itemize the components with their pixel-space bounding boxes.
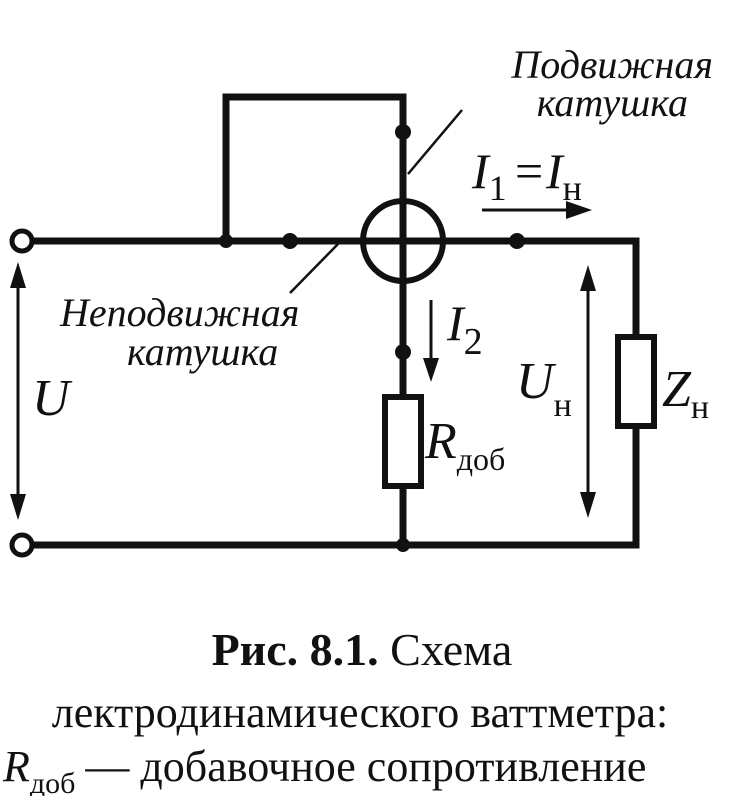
symbol-un: Uн — [516, 353, 572, 424]
moving-coil-leader — [407, 109, 463, 175]
caption-line1-rest — [379, 624, 391, 675]
symbol-i1: I1 — [471, 143, 507, 208]
caption-line1: Рис. 8.1. Схема — [212, 624, 513, 675]
junction-dot — [282, 233, 298, 249]
junction-dot — [219, 234, 233, 248]
caption-line2: лектродинамического ваттметра: — [52, 688, 669, 737]
current-i2-arrowhead — [423, 358, 439, 382]
caption-line3: Rдоб — добавочное сопротивление — [2, 742, 646, 796]
symbol-zn: Zн — [662, 361, 709, 426]
symbol-equals: = — [515, 143, 543, 199]
symbol-un-base: U — [516, 353, 557, 410]
load-impedance-zn — [615, 334, 657, 429]
junction-dots — [219, 124, 525, 552]
symbol-in-sub: н — [563, 168, 582, 208]
symbol-rdob: Rдоб — [424, 413, 505, 477]
moving-coil-circle — [360, 198, 446, 284]
voltage-u-arrowhead-up — [10, 262, 26, 288]
resistor-rdob — [382, 394, 424, 489]
symbol-u: U — [32, 370, 73, 427]
symbol-in-base: I — [545, 143, 565, 199]
caption-line3-symbol: R — [2, 742, 30, 791]
caption-line3-sub: доб — [30, 767, 76, 796]
symbol-in: Iн — [545, 143, 582, 208]
fixed-coil-label-line2: катушка — [127, 329, 278, 374]
fixed-coil-leader — [289, 243, 339, 294]
arrows — [10, 201, 596, 520]
symbol-i2: I2 — [446, 295, 483, 363]
caption-title-word: Схема — [390, 624, 512, 675]
symbol-rdob-sub: доб — [457, 441, 506, 477]
junction-dot — [396, 538, 410, 552]
voltage-un-arrowhead-up — [580, 265, 596, 291]
leader-lines — [289, 109, 463, 294]
figure-label: Рис. 8.1. — [212, 624, 379, 675]
symbol-zn-base: Z — [662, 361, 692, 418]
junction-dot — [509, 233, 525, 249]
moving-coil-label-line2: катушка — [537, 80, 688, 125]
voltage-u-arrowhead-down — [10, 494, 26, 520]
junction-dot — [395, 344, 411, 360]
symbol-i1-sub: 1 — [489, 168, 507, 208]
symbol-i2-base: I — [446, 295, 466, 351]
terminal-bottom — [9, 532, 35, 558]
fixed-coil-label-line1: Неподвижная — [59, 290, 299, 335]
moving-coil-loop-wire — [222, 93, 407, 245]
moving-coil-label-line1: Подвижная — [510, 42, 713, 87]
symbol-i2-sub: 2 — [464, 321, 483, 363]
caption-line3-rest: — добавочное сопротивление — [84, 742, 646, 791]
symbol-zn-sub: н — [691, 389, 709, 426]
symbol-i1-base: I — [471, 143, 491, 199]
terminal-top — [9, 228, 35, 254]
voltage-un-arrowhead-down — [580, 492, 596, 518]
junction-dot — [395, 124, 411, 140]
symbol-rdob-base: R — [424, 413, 457, 470]
current-i1-arrowhead — [566, 201, 592, 219]
symbol-un-sub: н — [554, 387, 572, 424]
